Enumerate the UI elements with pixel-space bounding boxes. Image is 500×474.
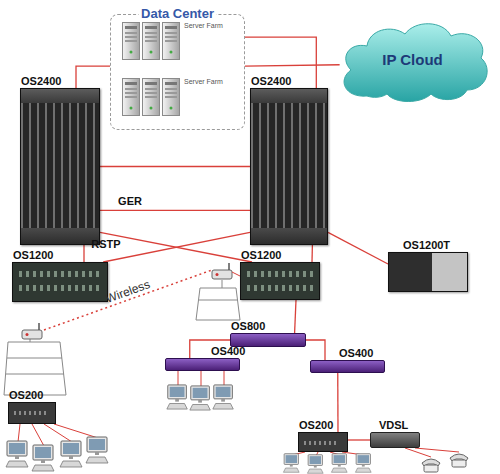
end-devices bbox=[6, 385, 468, 473]
network-link bbox=[245, 65, 340, 66]
server-farm-icons bbox=[123, 23, 180, 116]
device-label: VDSL bbox=[379, 419, 408, 431]
cloud-label: IP Cloud bbox=[335, 51, 490, 68]
vdsl-modem: VDSL bbox=[370, 432, 420, 448]
wire bbox=[292, 452, 364, 456]
wire bbox=[18, 424, 98, 446]
distribution-switch: OS1200 bbox=[12, 262, 108, 302]
computer-icon bbox=[283, 454, 299, 473]
data-center-group: Data Center bbox=[110, 14, 245, 130]
server-icon bbox=[143, 23, 160, 60]
computer-icon bbox=[6, 441, 28, 467]
connector-group bbox=[76, 37, 388, 440]
group-caption: Server Farm bbox=[184, 22, 223, 30]
computer-icon bbox=[32, 445, 54, 471]
link-label: RSTP bbox=[91, 238, 120, 250]
access-point bbox=[22, 323, 42, 339]
device-label: OS2400 bbox=[21, 75, 61, 87]
network-link bbox=[100, 166, 250, 167]
access-switch: OS400 bbox=[165, 358, 240, 371]
device-label: OS400 bbox=[339, 347, 373, 359]
network-link bbox=[100, 210, 250, 211]
device-label: OS1200 bbox=[241, 249, 281, 261]
network-link bbox=[83, 245, 84, 262]
server-icon bbox=[123, 79, 140, 116]
device-label: OS1200 bbox=[13, 249, 53, 261]
computer-icon bbox=[213, 385, 233, 409]
computer-icon bbox=[167, 385, 187, 409]
device-label: OS400 bbox=[211, 345, 245, 357]
network-link bbox=[245, 37, 316, 88]
device-label: OS200 bbox=[299, 419, 333, 431]
link-caption: Wireless bbox=[104, 278, 152, 306]
network-link bbox=[295, 300, 296, 333]
computer-icon bbox=[60, 441, 82, 467]
computer-icon bbox=[86, 437, 108, 463]
server-icon bbox=[143, 79, 160, 116]
phone-icon bbox=[450, 454, 468, 467]
network-link bbox=[103, 232, 250, 262]
equipment-rack bbox=[4, 336, 66, 395]
computer-icon bbox=[190, 386, 210, 410]
device-label: OS2400 bbox=[251, 75, 291, 87]
ip-cloud: IP Cloud bbox=[335, 18, 490, 103]
device-label: OS800 bbox=[231, 320, 265, 332]
network-link bbox=[100, 232, 252, 262]
group-caption: Server Farm bbox=[184, 78, 223, 86]
distribution-switch: OS1200T bbox=[388, 252, 468, 292]
device-label: OS200 bbox=[9, 389, 43, 401]
core-switch: OS2400 bbox=[250, 88, 328, 245]
access-point bbox=[212, 263, 232, 279]
computer-icon bbox=[331, 454, 347, 473]
network-link bbox=[337, 373, 339, 432]
server-icon bbox=[123, 23, 140, 60]
core-switch: OS2400 bbox=[20, 88, 100, 245]
network-link bbox=[76, 66, 110, 88]
computer-icon bbox=[355, 454, 371, 473]
wire bbox=[232, 272, 240, 276]
network-link bbox=[348, 439, 370, 440]
laptop-cart bbox=[196, 280, 240, 320]
server-icon bbox=[163, 79, 180, 116]
wire bbox=[178, 371, 224, 386]
link-label: GER bbox=[118, 195, 142, 207]
network-link bbox=[311, 245, 313, 262]
aggregation-switch: OS800 bbox=[230, 333, 306, 347]
access-switch: OS400 bbox=[310, 360, 385, 373]
device-label: OS1200T bbox=[403, 239, 450, 251]
distribution-switch: OS1200 bbox=[240, 262, 320, 300]
network-link bbox=[328, 232, 388, 264]
computer-icon bbox=[307, 455, 323, 474]
wire bbox=[405, 448, 459, 457]
edge-switch: OS200 bbox=[298, 432, 348, 452]
server-icon bbox=[163, 23, 180, 60]
edge-switch: OS200 bbox=[8, 402, 56, 424]
group-title: Data Center bbox=[138, 6, 217, 21]
network-link bbox=[306, 340, 325, 360]
phone-icon bbox=[422, 459, 440, 472]
